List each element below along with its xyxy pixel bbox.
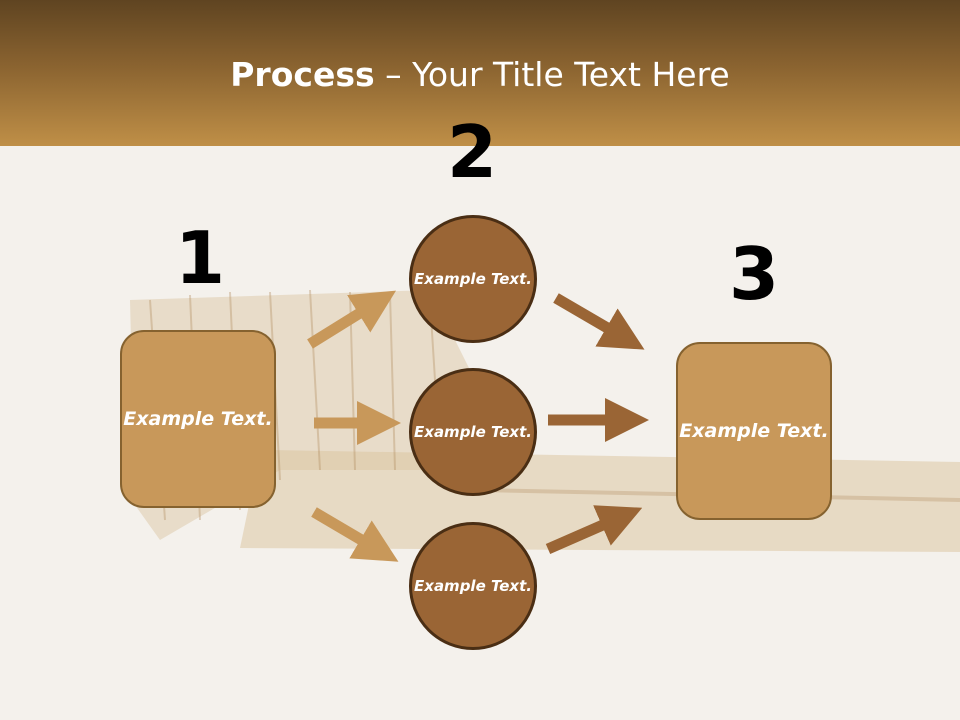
step-number-3: 3 (728, 232, 780, 316)
slide-title: Process – Your Title Text Here (0, 54, 960, 96)
step-number-2: 2 (446, 110, 498, 194)
arrow-box1-to-circle-top (307, 290, 397, 349)
arrow-circle-top-to-box3 (553, 293, 645, 350)
circle-bottom-label: Example Text. (414, 576, 532, 595)
title-bold: Process (230, 55, 375, 94)
title-rest: – Your Title Text Here (374, 55, 730, 94)
step-3-label: Example Text. (679, 419, 829, 442)
circle-top-label: Example Text. (414, 269, 532, 288)
step-3-box: Example Text. (676, 342, 832, 520)
step-number-1: 1 (174, 216, 226, 300)
arrow-circle-bottom-to-box3 (545, 505, 643, 555)
title-bar: Process – Your Title Text Here (0, 0, 960, 146)
arrow-box1-to-circle-bottom (311, 507, 399, 562)
step-1-label: Example Text. (123, 407, 273, 430)
circle-middle-label: Example Text. (414, 422, 532, 441)
step-2-circle-top: Example Text. (409, 215, 537, 343)
step-2-circle-bottom: Example Text. (409, 522, 537, 650)
step-2-circle-middle: Example Text. (409, 368, 537, 496)
step-1-box: Example Text. (120, 330, 276, 508)
